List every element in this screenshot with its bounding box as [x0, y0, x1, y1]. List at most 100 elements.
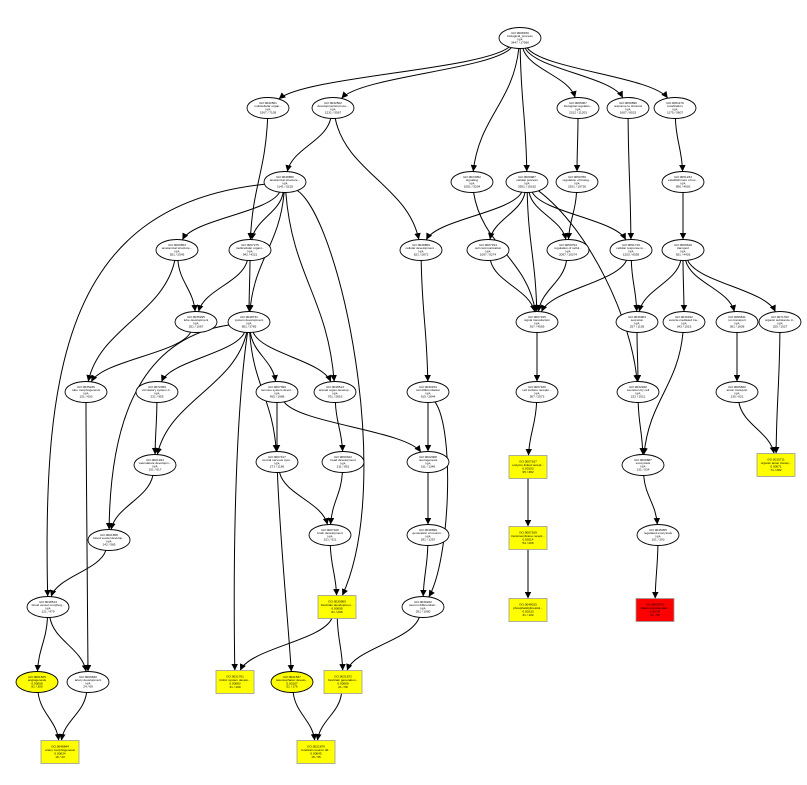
graph-edge	[641, 332, 684, 455]
graph-edge	[522, 48, 577, 98]
node-ellipse	[546, 239, 590, 261]
graph-edge	[247, 118, 269, 240]
node-counts: 81 / 300	[31, 685, 42, 689]
node-term-name: vasculature developm...	[139, 461, 172, 465]
node-term-name: signal transduction	[524, 318, 550, 322]
node-ellipse	[174, 311, 218, 333]
graph-edge	[420, 260, 431, 382]
node-term-name: multicellular organi...	[236, 246, 265, 250]
node-score: N/A	[174, 249, 180, 253]
graph-edge	[772, 332, 781, 454]
node-term-name: tube morphogenesis	[72, 388, 100, 392]
graph-edge	[470, 48, 520, 172]
node-term-name: cell communication	[475, 246, 502, 250]
node-counts: 251 / 1080	[416, 610, 431, 614]
node-ellipse	[135, 381, 179, 403]
node-term-name: anion transport	[727, 388, 748, 392]
node-ellipse	[308, 524, 352, 546]
node-score: N/A	[265, 107, 271, 111]
node-go-id: GO:0002576	[646, 602, 664, 606]
node-score: 0.00058	[31, 681, 42, 685]
node-counts: 343 / 1515	[677, 325, 692, 329]
graph-edge	[161, 332, 245, 382]
node-counts: 455 / 1986	[270, 395, 285, 399]
node-term-name: establishment of loc...	[668, 178, 698, 182]
node-counts: 51 / 176	[286, 685, 297, 689]
node-go-id: GO:0006811	[728, 315, 746, 319]
node-score: N/A	[425, 391, 431, 395]
node-ellipse	[15, 671, 59, 693]
graph-edge	[687, 259, 776, 313]
graph-edge	[245, 260, 253, 312]
node-go-id: GO:0071702	[771, 315, 789, 319]
node-go-id: GO:0021872	[334, 674, 352, 678]
graph-edge	[177, 260, 198, 312]
node-go-id: GO:0007167	[519, 459, 537, 463]
node-go-id: GO:0006810	[674, 243, 692, 247]
graph-edge	[155, 332, 248, 455]
node-term-name: cellular response to...	[616, 246, 646, 250]
graph-edge	[151, 402, 159, 455]
node-score: 0.00095	[331, 607, 342, 611]
node-go-id: GO:0006820	[728, 385, 746, 389]
node-term-name: circulatory system d...	[142, 388, 172, 392]
node-score: N/A	[282, 181, 288, 185]
node-counts: 31 / 102	[522, 613, 533, 617]
node-ellipse	[263, 171, 307, 193]
graph-edge	[488, 192, 526, 240]
graph-edge	[531, 191, 627, 241]
node-score: N/A	[418, 249, 424, 253]
node-term-name: organic anion transp...	[761, 461, 792, 465]
node-score: N/A	[425, 461, 431, 465]
node-score: N/A	[154, 391, 160, 395]
graph-edge	[573, 118, 581, 172]
node-counts: 2097 / 10274	[559, 253, 577, 257]
graph-edge	[526, 47, 669, 99]
graph-edge	[105, 324, 229, 530]
node-score: N/A	[469, 181, 475, 185]
node-score: N/A	[332, 391, 338, 395]
node-go-id: GO:0009653	[168, 243, 186, 247]
node-box	[323, 670, 363, 694]
node-go-id: GO:0060840	[79, 675, 97, 679]
node-ellipse	[401, 596, 445, 618]
node-go-id: GO:0016192	[675, 315, 693, 319]
node-counts: 21 / 56	[650, 613, 660, 617]
node-ellipse	[661, 239, 705, 261]
graph-edge	[59, 692, 88, 741]
node-term-name: angiogenesis	[28, 678, 47, 682]
node-ellipse	[662, 311, 706, 333]
graph-edge	[674, 118, 686, 172]
node-score: N/A	[680, 249, 686, 253]
graph-edge	[685, 260, 736, 312]
node-ellipse	[321, 451, 365, 473]
node-ellipse	[311, 97, 355, 119]
node-go-id: GO:0065007	[569, 101, 587, 105]
node-term-name: anatomical structure...	[270, 178, 301, 182]
node-go-id: GO:0021761	[226, 674, 244, 678]
node-counts: 851 / 3785	[242, 325, 257, 329]
node-ellipse	[616, 381, 660, 403]
node-score: N/A	[420, 606, 426, 610]
node-counts: 251 / 1067	[189, 325, 204, 329]
graph-edge	[565, 192, 577, 240]
node-counts: 2312 / 11203	[569, 111, 587, 115]
node-score: N/A	[635, 391, 641, 395]
node-term-name: anatomical structure...	[162, 246, 193, 250]
node-term-name: head development	[330, 458, 356, 462]
node-counts: 121 / 479	[42, 610, 55, 614]
